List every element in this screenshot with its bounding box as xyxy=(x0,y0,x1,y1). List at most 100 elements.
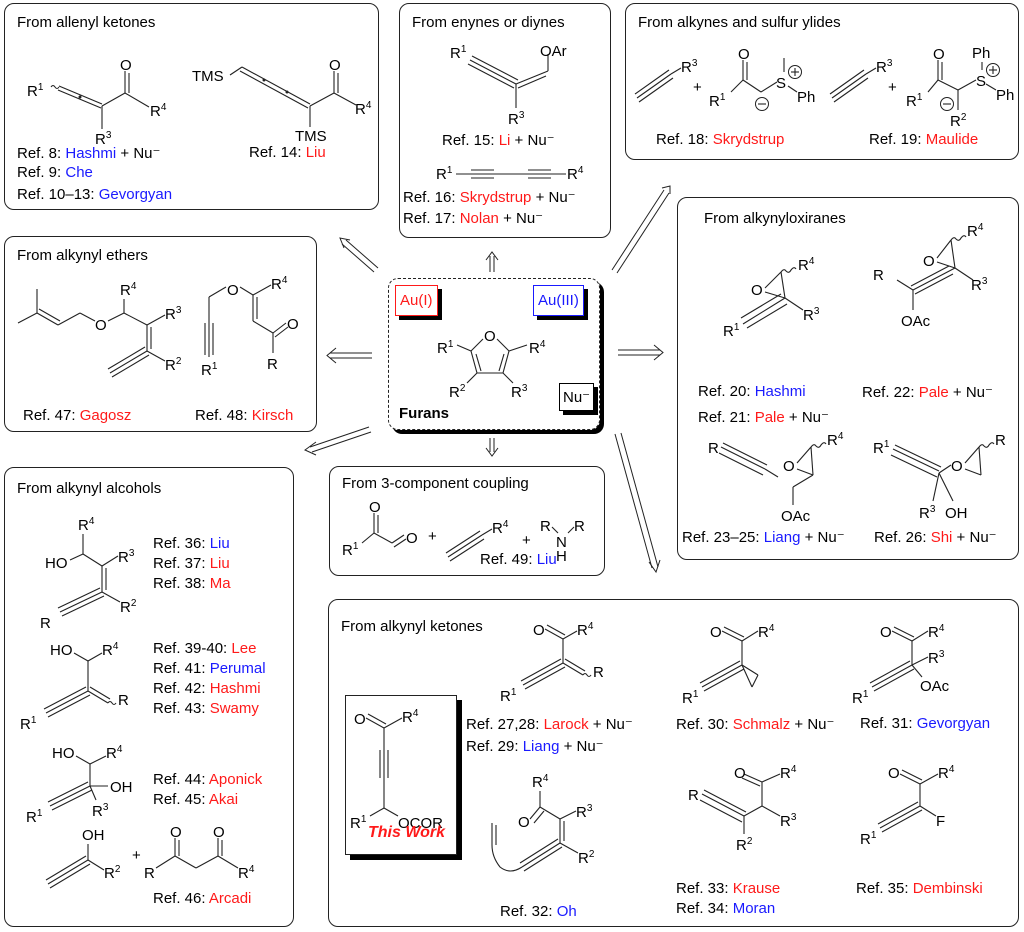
svg-text:R1: R1 xyxy=(201,361,218,379)
structure-ylide-2: R3 + R1 O R2 S Ph Ph xyxy=(829,45,1014,130)
panel-title: From allenyl ketones xyxy=(17,14,156,31)
svg-text:R4: R4 xyxy=(780,764,797,782)
ref-line: Ref. 17: Nolan + Nu⁻ xyxy=(403,210,544,227)
ref-line: Ref. 34: Moran xyxy=(676,900,776,917)
svg-text:R3: R3 xyxy=(971,276,988,294)
structure-cyclopropyl-ynone: O R4 R1 xyxy=(682,623,775,707)
svg-text:R3: R3 xyxy=(928,649,945,667)
svg-text:HO: HO xyxy=(45,555,68,572)
svg-text:R1: R1 xyxy=(450,44,467,62)
svg-text:O: O xyxy=(738,46,750,63)
svg-text:R4: R4 xyxy=(102,641,119,659)
ref-line: Ref. 23–25: Liang + Nu⁻ xyxy=(682,529,845,546)
svg-text:R: R xyxy=(873,267,884,284)
ref-line: Ref. 21: Pale + Nu⁻ xyxy=(698,409,829,426)
svg-text:HO: HO xyxy=(50,642,73,659)
ref-line: Ref. 27,28: Larock + Nu⁻ xyxy=(466,716,633,733)
svg-text:TMS: TMS xyxy=(192,68,224,85)
svg-text:R: R xyxy=(574,518,585,535)
ref-line: Ref. 45: Akai xyxy=(153,791,239,808)
svg-text:+: + xyxy=(428,528,437,545)
svg-text:Ph: Ph xyxy=(797,89,815,106)
svg-text:R2: R2 xyxy=(449,383,466,401)
panel-title: From alkynyl ketones xyxy=(341,618,483,635)
panel-title: From alkynyloxiranes xyxy=(704,210,846,227)
svg-text:O: O xyxy=(880,624,892,641)
nucleophile-badge: Nu⁻ xyxy=(559,383,595,411)
svg-text:R4: R4 xyxy=(938,764,955,782)
svg-text:R: R xyxy=(40,615,51,632)
svg-text:R4: R4 xyxy=(238,864,255,882)
svg-text:R4: R4 xyxy=(928,623,945,641)
au3-catalyst-badge: Au(III) xyxy=(533,285,584,316)
panel-enynes-diynes: From enynes or diynes R1 OAr R3 Ref. 15:… xyxy=(399,3,611,238)
svg-text:R4: R4 xyxy=(271,275,288,293)
structure-diol: HO R4 OH R3 R1 xyxy=(26,744,133,826)
ref-line: Ref. 9: Che xyxy=(17,164,93,181)
svg-text:Ph: Ph xyxy=(996,87,1014,104)
svg-text:R1: R1 xyxy=(350,814,367,832)
svg-text:O: O xyxy=(287,316,299,333)
svg-text:OAc: OAc xyxy=(901,313,931,330)
svg-text:S: S xyxy=(776,75,786,92)
panel-allenyl-ketones: From allenyl ketones R1 O R4 R3 TMS O R4… xyxy=(4,3,379,210)
ref-line: Ref. 39-40: Lee xyxy=(153,640,257,657)
svg-text:R4: R4 xyxy=(150,102,167,120)
svg-text:R: R xyxy=(593,664,604,681)
svg-text:O: O xyxy=(533,622,545,639)
panel-title: From alkynyl alcohols xyxy=(17,480,162,497)
this-work-label: This Work xyxy=(368,824,446,841)
svg-text:R4: R4 xyxy=(106,744,123,762)
svg-text:R: R xyxy=(144,865,155,882)
arrow-down-left xyxy=(304,426,372,456)
arrow-right xyxy=(618,344,664,361)
svg-text:R4: R4 xyxy=(492,519,509,537)
panel-title: From alkynes and sulfur ylides xyxy=(638,14,841,31)
ref-line: Ref. 10–13: Gevorgyan xyxy=(17,186,173,203)
svg-text:+: + xyxy=(132,847,141,864)
panel-three-component: From 3-component coupling R1 O O + R4 + … xyxy=(329,466,605,576)
svg-text:O: O xyxy=(951,458,963,475)
svg-text:R1: R1 xyxy=(20,715,37,733)
structure-acetoxy-ynone: O R4 R3 OAc R1 xyxy=(852,623,950,707)
ref-line: Ref. 8: Hashmi + Nu⁻ xyxy=(17,145,161,162)
svg-text:+: + xyxy=(888,79,897,96)
svg-text:R2: R2 xyxy=(120,598,137,616)
structure-oxirane-4: R1 O R R3 OH xyxy=(873,432,1006,522)
svg-text:O: O xyxy=(933,46,945,63)
ref-line: Ref. 44: Aponick xyxy=(153,771,263,788)
svg-text:R2: R2 xyxy=(104,864,121,882)
ref-line: Ref. 42: Hashmi xyxy=(153,680,261,697)
panel-title: From 3-component coupling xyxy=(342,475,529,492)
ref-line: Ref. 26: Shi + Nu⁻ xyxy=(874,529,997,546)
svg-text:R3: R3 xyxy=(780,812,797,830)
ref-line: Ref. 22: Pale + Nu⁻ xyxy=(862,384,993,401)
ref-line: Ref. 32: Oh xyxy=(500,903,577,920)
panel-title: From alkynyl ethers xyxy=(17,247,148,264)
svg-text:O: O xyxy=(783,458,795,475)
furans-label: Furans xyxy=(399,405,450,422)
structure-propargyl-ester: O R4 R1 OCOR xyxy=(350,708,443,832)
panel-alkynyloxiranes: From alkynyloxiranes O R4 R3 R1 O R4 R3 … xyxy=(677,197,1019,560)
svg-text:OH: OH xyxy=(82,827,105,844)
svg-text:O: O xyxy=(751,282,763,299)
arrow-up-right xyxy=(611,185,671,274)
structure-alcohol-1: R4 HO R3 R2 R xyxy=(40,516,137,632)
svg-text:S: S xyxy=(976,73,986,90)
ref-line: Ref. 30: Schmalz + Nu⁻ xyxy=(676,716,835,733)
svg-text:R1: R1 xyxy=(27,82,44,100)
svg-text:R3: R3 xyxy=(803,306,820,324)
panel-alkynyl-alcohols: From alkynyl alcohols R4 HO R3 R2 R Ref.… xyxy=(4,467,294,927)
svg-text:OAc: OAc xyxy=(781,508,811,525)
au1-catalyst-badge: Au(I) xyxy=(395,285,438,316)
ref-line: Ref. 35: Dembinski xyxy=(856,880,983,897)
structure-bis-tms-allene: TMS O R4 TMS xyxy=(192,57,372,145)
structure-oxirane-3: R O R4 OAc xyxy=(708,431,844,525)
svg-text:R3: R3 xyxy=(919,504,936,522)
structure-oxirane-1: O R4 R3 R1 xyxy=(723,256,820,340)
arrow-down-right xyxy=(614,432,661,574)
svg-text:R1: R1 xyxy=(709,92,726,110)
svg-text:R3: R3 xyxy=(165,305,182,323)
svg-text:+: + xyxy=(693,79,702,96)
